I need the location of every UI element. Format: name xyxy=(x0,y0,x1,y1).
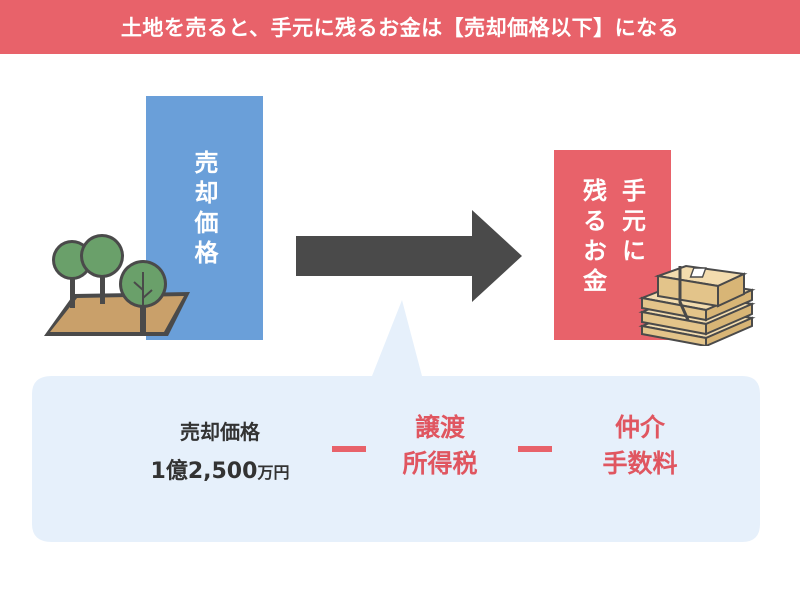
banner-title: 土地を売ると、手元に残るお金は【売却価格以下】になる xyxy=(120,16,680,40)
sale-price-value-line: 1億2,500万円 xyxy=(120,453,320,485)
brokerage-fee-term: 仲介 手数料 xyxy=(570,410,710,482)
fee-line-2: 手数料 xyxy=(602,449,678,478)
right-arrow-icon xyxy=(296,210,522,302)
transfer-income-tax-term: 譲渡 所得税 xyxy=(370,410,510,482)
formula-area: 売却価格 1億2,500万円 譲渡 所得税 仲介 手数料 xyxy=(30,376,760,540)
sale-price-label: 売却価格 xyxy=(180,420,260,444)
explanation-bubble xyxy=(32,300,760,542)
tax-line-2: 所得税 xyxy=(402,449,478,478)
sale-price-value: 1億2,500 xyxy=(150,459,258,484)
fee-line-1: 仲介 xyxy=(614,413,665,442)
minus-sign-2 xyxy=(518,446,552,452)
cash-on-hand-label-col1: 手元に xyxy=(617,178,646,268)
title-banner: 土地を売ると、手元に残るお金は【売却価格以下】になる xyxy=(0,0,800,54)
sale-price-term: 売却価格 1億2,500万円 xyxy=(120,416,320,485)
cash-on-hand-label-col2: 残るお金 xyxy=(578,178,607,298)
minus-sign-1 xyxy=(332,446,366,452)
land-with-trees-icon xyxy=(44,234,190,336)
cash-bundle-icon xyxy=(638,264,756,346)
sale-price-bar-label: 売却価格 xyxy=(190,150,218,270)
tax-line-1: 譲渡 xyxy=(414,413,465,442)
sale-price-unit: 万円 xyxy=(257,463,290,482)
